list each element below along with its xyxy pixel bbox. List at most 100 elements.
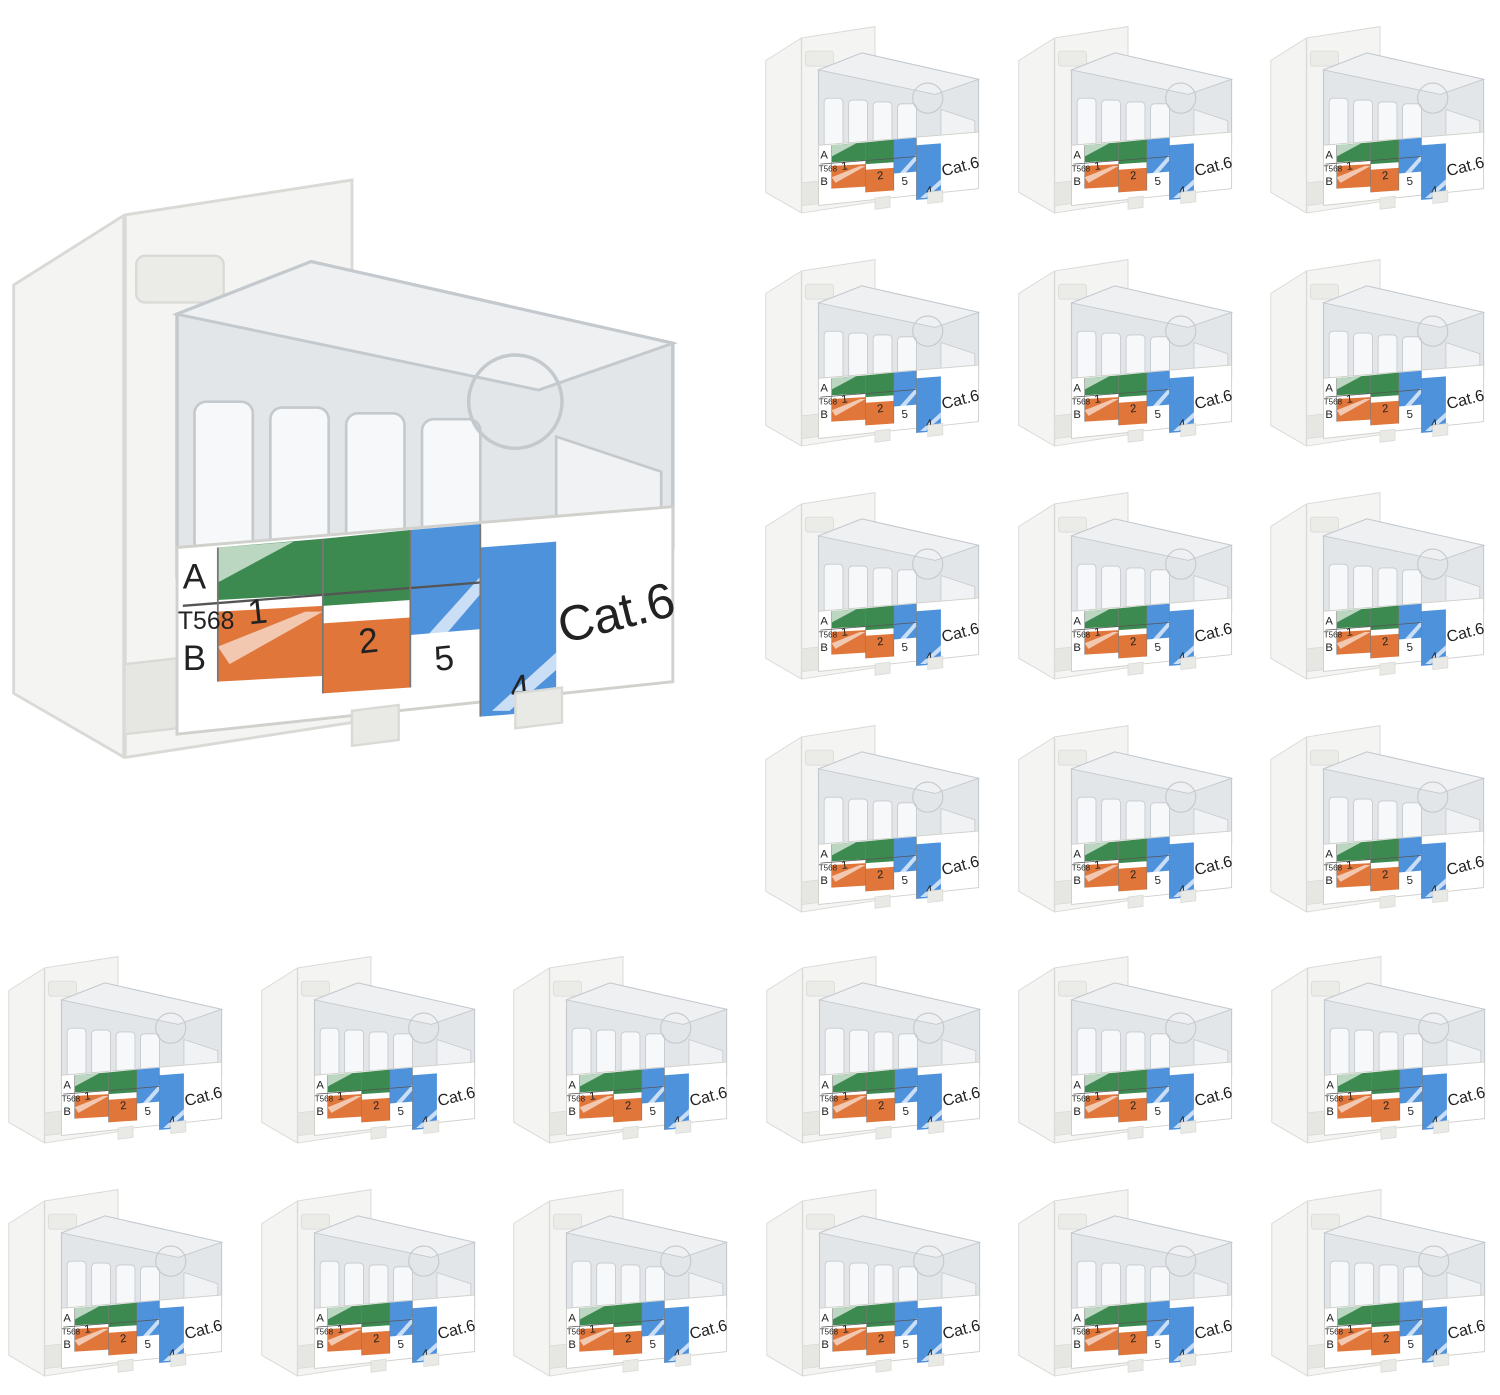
band-orange-b [1118,167,1147,193]
housing-tab [549,1110,567,1136]
label-rule [74,1067,160,1130]
cap-rib [1328,97,1349,148]
label-rule [63,1319,160,1328]
band-stripe [142,1317,160,1337]
label-standard-a: A [1325,149,1333,161]
band-stripe [74,1306,100,1320]
label-pin-5: 5 [144,1339,152,1352]
cap-top [312,1215,476,1258]
cap-hole [466,353,564,451]
housing-foot [1127,1353,1197,1373]
housing-tab [1054,1110,1072,1136]
label-standard-b: B [1326,1106,1334,1118]
housing-tab [801,1110,820,1136]
cap-rib [823,796,844,847]
label-pin-2: 2 [1382,636,1390,649]
band-orange-b [865,167,894,193]
label-rule [820,1086,917,1095]
band-orange-b [1118,866,1147,892]
band-stripe [327,1073,352,1087]
label-pin-5: 5 [144,1106,152,1119]
label-pin-1: 1 [1346,626,1354,639]
cap-hole [1417,1245,1449,1277]
label-rule [326,1300,413,1363]
cap-top [564,1215,729,1258]
label-pin-5: 5 [649,1339,657,1352]
cap-rib [1076,97,1096,148]
label-standard-a: A [316,1079,324,1091]
label-pin-2: 2 [625,1100,633,1113]
label-pin-2: 2 [877,1100,885,1113]
label-standard-prefix: T568 [1324,165,1343,174]
label-rule [315,1086,412,1095]
label-standard-a: A [1326,1079,1334,1091]
cap-hole [912,82,944,114]
label-standard-b: B [1073,1339,1081,1351]
band-green-b [866,1302,895,1328]
housing-tab [1306,1110,1325,1136]
label-standard-prefix: T568 [1072,1328,1091,1337]
label-standard-a: A [183,557,207,596]
band-stripe [1084,1095,1119,1113]
band-stripe [579,1095,614,1113]
band-stripe [142,1084,160,1104]
label-rule [831,370,917,433]
housing-latch [552,980,582,997]
band-stripe [832,1073,857,1087]
label-pin-1: 1 [1094,1090,1102,1103]
band-orange-b [361,1330,390,1356]
label-pin-2: 2 [1382,170,1390,183]
cap-hole [1165,1245,1197,1277]
label-pin-2: 2 [1129,403,1137,416]
housing-latch [804,50,834,67]
housing-latch [1309,749,1339,766]
label-rule [1072,855,1169,864]
label-standard-prefix: T568 [1324,398,1343,407]
label-pin-5: 5 [1154,642,1162,655]
band-orange-b [1371,1330,1400,1356]
band-orange-b [866,1097,895,1123]
label-pin-4: 4 [1178,418,1186,431]
label-pin-4: 4 [1431,185,1439,198]
label-rule [1073,1086,1170,1095]
cap-rib [193,400,255,555]
band-orange-b [1370,866,1399,892]
label-standard-prefix: T568 [1324,864,1343,873]
cap-hole [407,1012,439,1044]
band-orange-b [613,1330,642,1356]
label-rule [568,1086,665,1095]
label-pin-1: 1 [841,1323,849,1336]
housing-foot [1379,190,1449,210]
cap-rib [1328,330,1349,381]
label-rule [1083,137,1170,200]
label-pin-1: 1 [1094,1323,1102,1336]
label-standard-a: A [821,1312,829,1324]
band-orange-b [865,400,894,426]
housing-foot [1380,1120,1449,1140]
label-standard-prefix: T568 [62,1328,81,1337]
label-pin-4: 4 [1178,185,1186,198]
housing-tab [1306,180,1324,206]
label-rule [1072,622,1169,631]
label-pin-4: 4 [1179,1115,1187,1128]
label-standard-prefix: T568 [1071,864,1090,873]
label-rule [1084,1300,1170,1363]
label-rule [1083,603,1170,666]
label-pin-5: 5 [1154,1339,1162,1352]
cap-rib [1328,796,1349,847]
label-rule [1072,156,1169,165]
band-stripe [1084,1306,1110,1320]
label-pin-1: 1 [1346,1323,1354,1336]
cap-rib [1076,1260,1097,1311]
cap-top [1321,518,1486,561]
label-standard-b: B [1073,176,1081,188]
band-orange-b [1118,633,1147,659]
label-pin-4: 4 [1179,1348,1187,1361]
band-stripe [831,143,857,157]
band-green-b [1370,838,1399,864]
housing-tab [296,1343,315,1369]
cap-hole [660,1012,692,1044]
